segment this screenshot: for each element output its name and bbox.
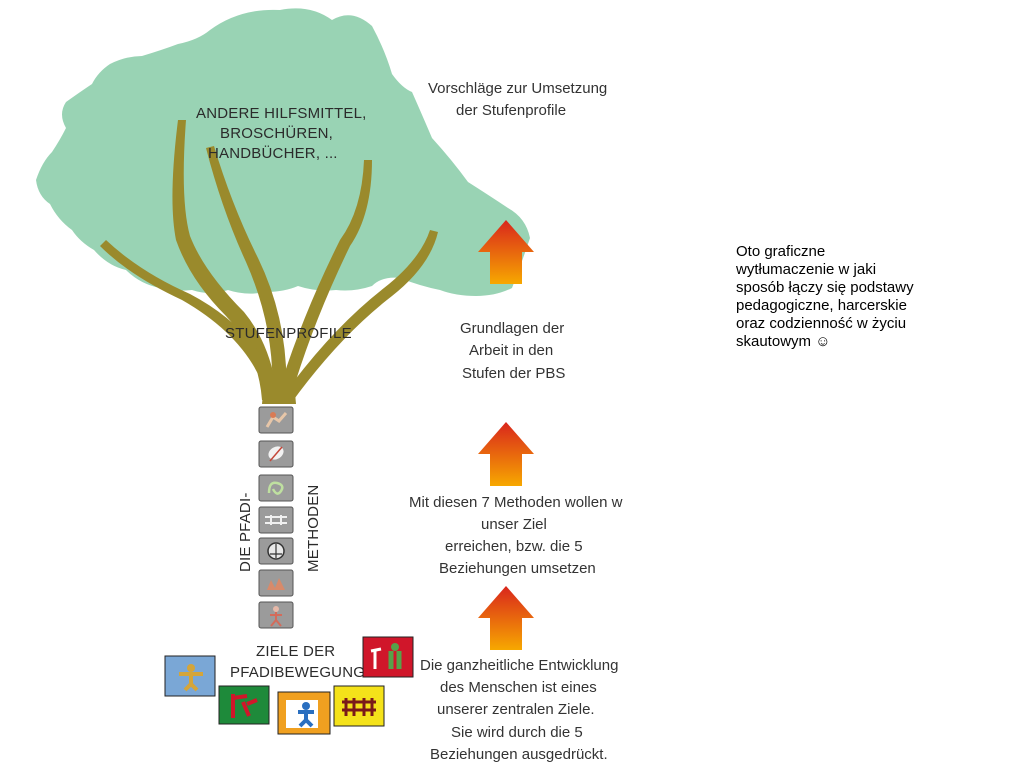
step-methoden: Mit diesen 7 Methoden wollen w unser Zie… [409, 494, 623, 577]
step-text-line: erreichen, bzw. die 5 [445, 538, 583, 555]
orange-flag-icon [277, 691, 331, 735]
crown-label-line-1: ANDERE HILFSMITTEL, [196, 105, 367, 122]
blue-flag-icon [164, 655, 216, 697]
crown-label: ANDERE HILFSMITTEL, BROSCHÜREN, HANDBÜCH… [196, 105, 367, 162]
step-text-line: Beziehungen ausgedrückt. [430, 746, 608, 763]
arrow-up-icon [478, 586, 534, 650]
compass-icon [258, 537, 294, 565]
branch-label: STUFENPROFILE [225, 325, 352, 342]
crown-label-line-2: BROSCHÜREN, [220, 124, 333, 142]
step-text-line: Grundlagen der [460, 320, 564, 337]
step-text-line: des Menschen ist eines [440, 679, 597, 696]
method-icons-trunk [258, 406, 294, 629]
goals-label-line-2: PFADIBEWEGUNG [230, 664, 365, 681]
pbs-tree-diagram: ANDERE HILFSMITTEL, BROSCHÜREN, HANDBÜCH… [36, 8, 623, 763]
crown-label-line-3: HANDBÜCHER, ... [208, 144, 338, 162]
step-text-line: der Stufenprofile [456, 102, 566, 119]
tree-branches [100, 120, 438, 404]
step-text-line: Sie wird durch die 5 [451, 724, 583, 741]
side-note: Oto graficzne wytłumaczenie w jaki sposó… [736, 243, 914, 350]
goals-label-line-1: ZIELE DER [256, 643, 335, 660]
step-grundlagen: Grundlagen der Arbeit in den Stufen der … [460, 320, 565, 382]
step-text-line: Arbeit in den [469, 342, 553, 359]
step-text-line: Stufen der PBS [462, 365, 565, 382]
leaf-icon [258, 440, 294, 468]
person-icon [258, 601, 294, 629]
tree-crown [36, 8, 530, 296]
bridge-icon [258, 506, 294, 534]
step-vorschlaege: Vorschläge zur Umsetzung der Stufenprofi… [428, 80, 607, 119]
methods-label-right: METHODEN [305, 485, 322, 572]
step-text-line: Die ganzheitliche Entwicklung [420, 657, 618, 674]
arrow-up-icon [478, 422, 534, 486]
step-text-line: Mit diesen 7 Methoden wollen w [409, 494, 623, 511]
yellow-flag-icon [333, 685, 385, 727]
red-flag-icon [362, 636, 414, 678]
arrow-up-icon [478, 220, 534, 284]
campfire-icon [258, 569, 294, 597]
step-text-line: Vorschläge zur Umsetzung [428, 80, 607, 97]
green-flag-icon [218, 685, 270, 725]
step-text-line: Beziehungen umsetzen [439, 560, 596, 577]
step-text-line: unser Ziel [481, 516, 547, 533]
hiking-icon [258, 406, 294, 434]
step-text-line: unserer zentralen Ziele. [437, 701, 595, 718]
step-ziele: Die ganzheitliche Entwicklung des Mensch… [420, 657, 618, 763]
knot-icon [258, 474, 294, 502]
methods-label-left: DIE PFADI- [237, 492, 254, 572]
